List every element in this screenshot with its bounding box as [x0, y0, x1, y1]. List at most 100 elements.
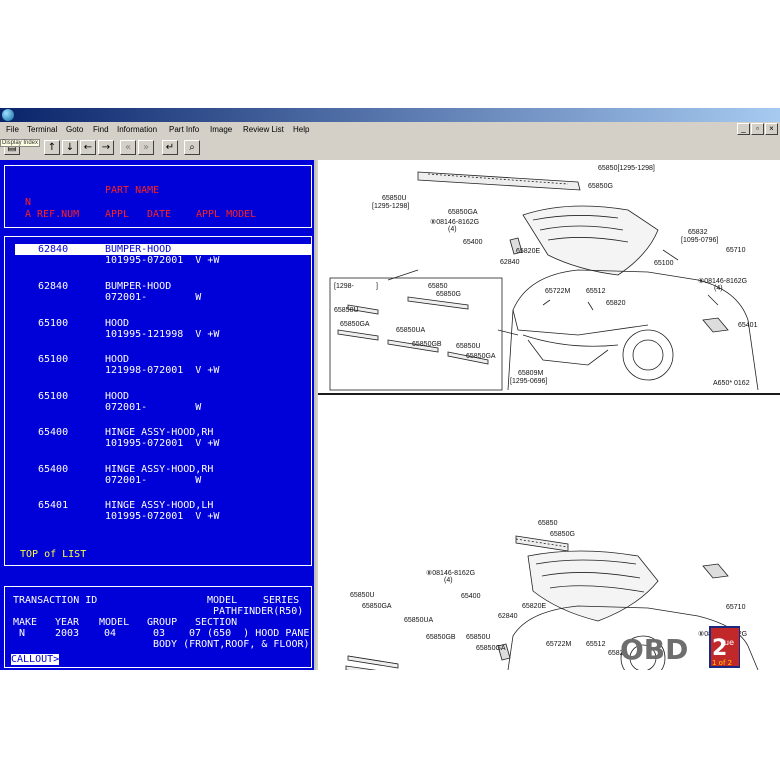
- series-label: SERIES: [263, 595, 300, 606]
- svg-text:⑧08146-8162G: ⑧08146-8162G: [430, 218, 479, 226]
- header-appl-model: APPL MODEL: [196, 209, 257, 220]
- part-name: BUMPER-HOOD: [105, 244, 172, 255]
- model-label: MODEL: [207, 595, 238, 606]
- menu-part-info[interactable]: Part Info: [169, 125, 200, 134]
- menu-review-list[interactable]: Review List: [243, 125, 284, 134]
- diagram-separator: [318, 393, 780, 395]
- svg-text:65820: 65820: [606, 300, 626, 307]
- watermark-suffix: 2: [712, 636, 727, 661]
- part-name: HOOD: [105, 354, 130, 365]
- hinge-lh: [702, 317, 729, 333]
- menu-information[interactable]: Information: [117, 125, 158, 134]
- svg-text:65850GA: 65850GA: [466, 353, 496, 360]
- year-value: 2003: [55, 628, 80, 639]
- hinge-rh: [509, 237, 523, 255]
- prev-page-button[interactable]: «: [120, 140, 136, 155]
- callout-prompt[interactable]: CALLOUT>: [11, 654, 60, 665]
- svg-text:[1298-: [1298-: [334, 283, 355, 290]
- part-name: HINGE ASSY-HOOD,LH: [105, 500, 214, 511]
- ref-num: 65400: [38, 427, 69, 438]
- group-label: GROUP: [147, 617, 178, 628]
- menu-image[interactable]: Image: [210, 125, 233, 134]
- diagram-top[interactable]: 65850[1295-1298] 65850G 65850U [1295-129…: [318, 160, 780, 393]
- svg-text:65850GB: 65850GB: [426, 634, 456, 641]
- header-part-name: PART NAME: [105, 185, 160, 196]
- svg-text:]: ]: [376, 283, 378, 290]
- part-appl: 101995-072001 V +W: [105, 511, 220, 522]
- model-code-value: 04: [104, 628, 117, 639]
- menu-file[interactable]: File: [6, 125, 19, 134]
- hood-panel: [522, 205, 659, 276]
- ref-num: 65100: [38, 391, 69, 402]
- svg-text:A650* 0162: A650* 0162: [713, 380, 750, 387]
- top-of-list-indicator: TOP of LIST: [20, 549, 87, 560]
- make-label: MAKE: [13, 617, 38, 628]
- header-n: N: [25, 197, 32, 208]
- svg-text:65710: 65710: [726, 247, 746, 254]
- svg-text:[1295-0696]: [1295-0696]: [510, 378, 547, 385]
- index-icon: ▤: [7, 142, 17, 153]
- svg-text:(4): (4): [444, 577, 453, 584]
- make-value: N: [19, 628, 26, 639]
- part-name: BUMPER-HOOD: [105, 281, 172, 292]
- svg-text:65850UA: 65850UA: [396, 327, 426, 334]
- up-button[interactable]: ↑: [44, 140, 60, 155]
- svg-text:65710: 65710: [726, 604, 746, 611]
- diagram-pane[interactable]: 65850[1295-1298] 65850G 65850U [1295-129…: [318, 160, 780, 670]
- section-label: SECTION: [195, 617, 238, 628]
- back-button[interactable]: ←: [80, 140, 96, 155]
- svg-text:65850G: 65850G: [588, 183, 613, 190]
- svg-text:65850G: 65850G: [550, 531, 575, 538]
- page-indicator: 1 of 2: [712, 659, 732, 667]
- down-button[interactable]: ↓: [62, 140, 78, 155]
- restore-button[interactable]: ▫: [751, 123, 764, 135]
- svg-text:65401: 65401: [738, 322, 758, 329]
- part-name: HINGE ASSY-HOOD,RH: [105, 464, 214, 475]
- hood-molding: [417, 171, 581, 191]
- svg-text:65850U: 65850U: [456, 343, 481, 350]
- search-button[interactable]: ⌕: [184, 140, 200, 155]
- header-appl: APPL: [105, 209, 130, 220]
- inset-box: [329, 277, 503, 391]
- svg-text:65850U: 65850U: [350, 592, 375, 599]
- watermark-extra: ue: [724, 638, 734, 647]
- svg-text:65722M: 65722M: [546, 641, 571, 648]
- enter-button[interactable]: ↵: [162, 140, 178, 155]
- svg-text:[1095-0796]: [1095-0796]: [681, 237, 718, 244]
- svg-text:65850G: 65850G: [436, 291, 461, 298]
- minimize-button[interactable]: _: [737, 123, 750, 135]
- part-appl: 101995-072001 V +W: [105, 438, 220, 449]
- close-button[interactable]: ×: [765, 123, 778, 135]
- header-a-refnum: A REF.NUM: [25, 209, 80, 220]
- ref-num: 65100: [38, 354, 69, 365]
- svg-text:⑧08146-8162G: ⑧08146-8162G: [698, 277, 747, 285]
- model-value: PATHFINDER(R50): [213, 606, 304, 617]
- part-name: HINGE ASSY-HOOD,RH: [105, 427, 214, 438]
- menu-terminal[interactable]: Terminal: [27, 125, 58, 134]
- app-window: File Terminal Goto Find Information Part…: [0, 108, 780, 670]
- parts-list: [4, 236, 312, 566]
- forward-button[interactable]: →: [98, 140, 114, 155]
- svg-text:65850U: 65850U: [382, 195, 407, 202]
- menu-help[interactable]: Help: [293, 125, 310, 134]
- svg-text:65850UA: 65850UA: [404, 617, 434, 624]
- next-page-button[interactable]: »: [138, 140, 154, 155]
- app-icon: [2, 109, 14, 121]
- part-appl: 072001- W: [105, 292, 202, 303]
- svg-text:65832: 65832: [688, 229, 708, 236]
- svg-text:(4): (4): [448, 226, 457, 233]
- part-name: HOOD: [105, 318, 130, 329]
- menu-find[interactable]: Find: [93, 125, 109, 134]
- model-code-label: MODEL: [99, 617, 130, 628]
- watermark-brand: OBD: [620, 633, 688, 666]
- section-value: 07 (650 ) HOOD PANE: [189, 628, 310, 639]
- svg-text:65809M: 65809M: [518, 370, 543, 377]
- ref-num: 62840: [38, 244, 69, 255]
- parts-list-pane[interactable]: PART NAME N A REF.NUM APPL DATE APPL MOD…: [0, 160, 316, 670]
- menu-goto[interactable]: Goto: [66, 125, 84, 134]
- svg-text:65850: 65850: [428, 283, 448, 290]
- svg-text:65850GA: 65850GA: [340, 321, 370, 328]
- svg-text:65820E: 65820E: [522, 603, 546, 610]
- vehicle-body: [507, 269, 759, 391]
- svg-text:65100: 65100: [654, 260, 674, 267]
